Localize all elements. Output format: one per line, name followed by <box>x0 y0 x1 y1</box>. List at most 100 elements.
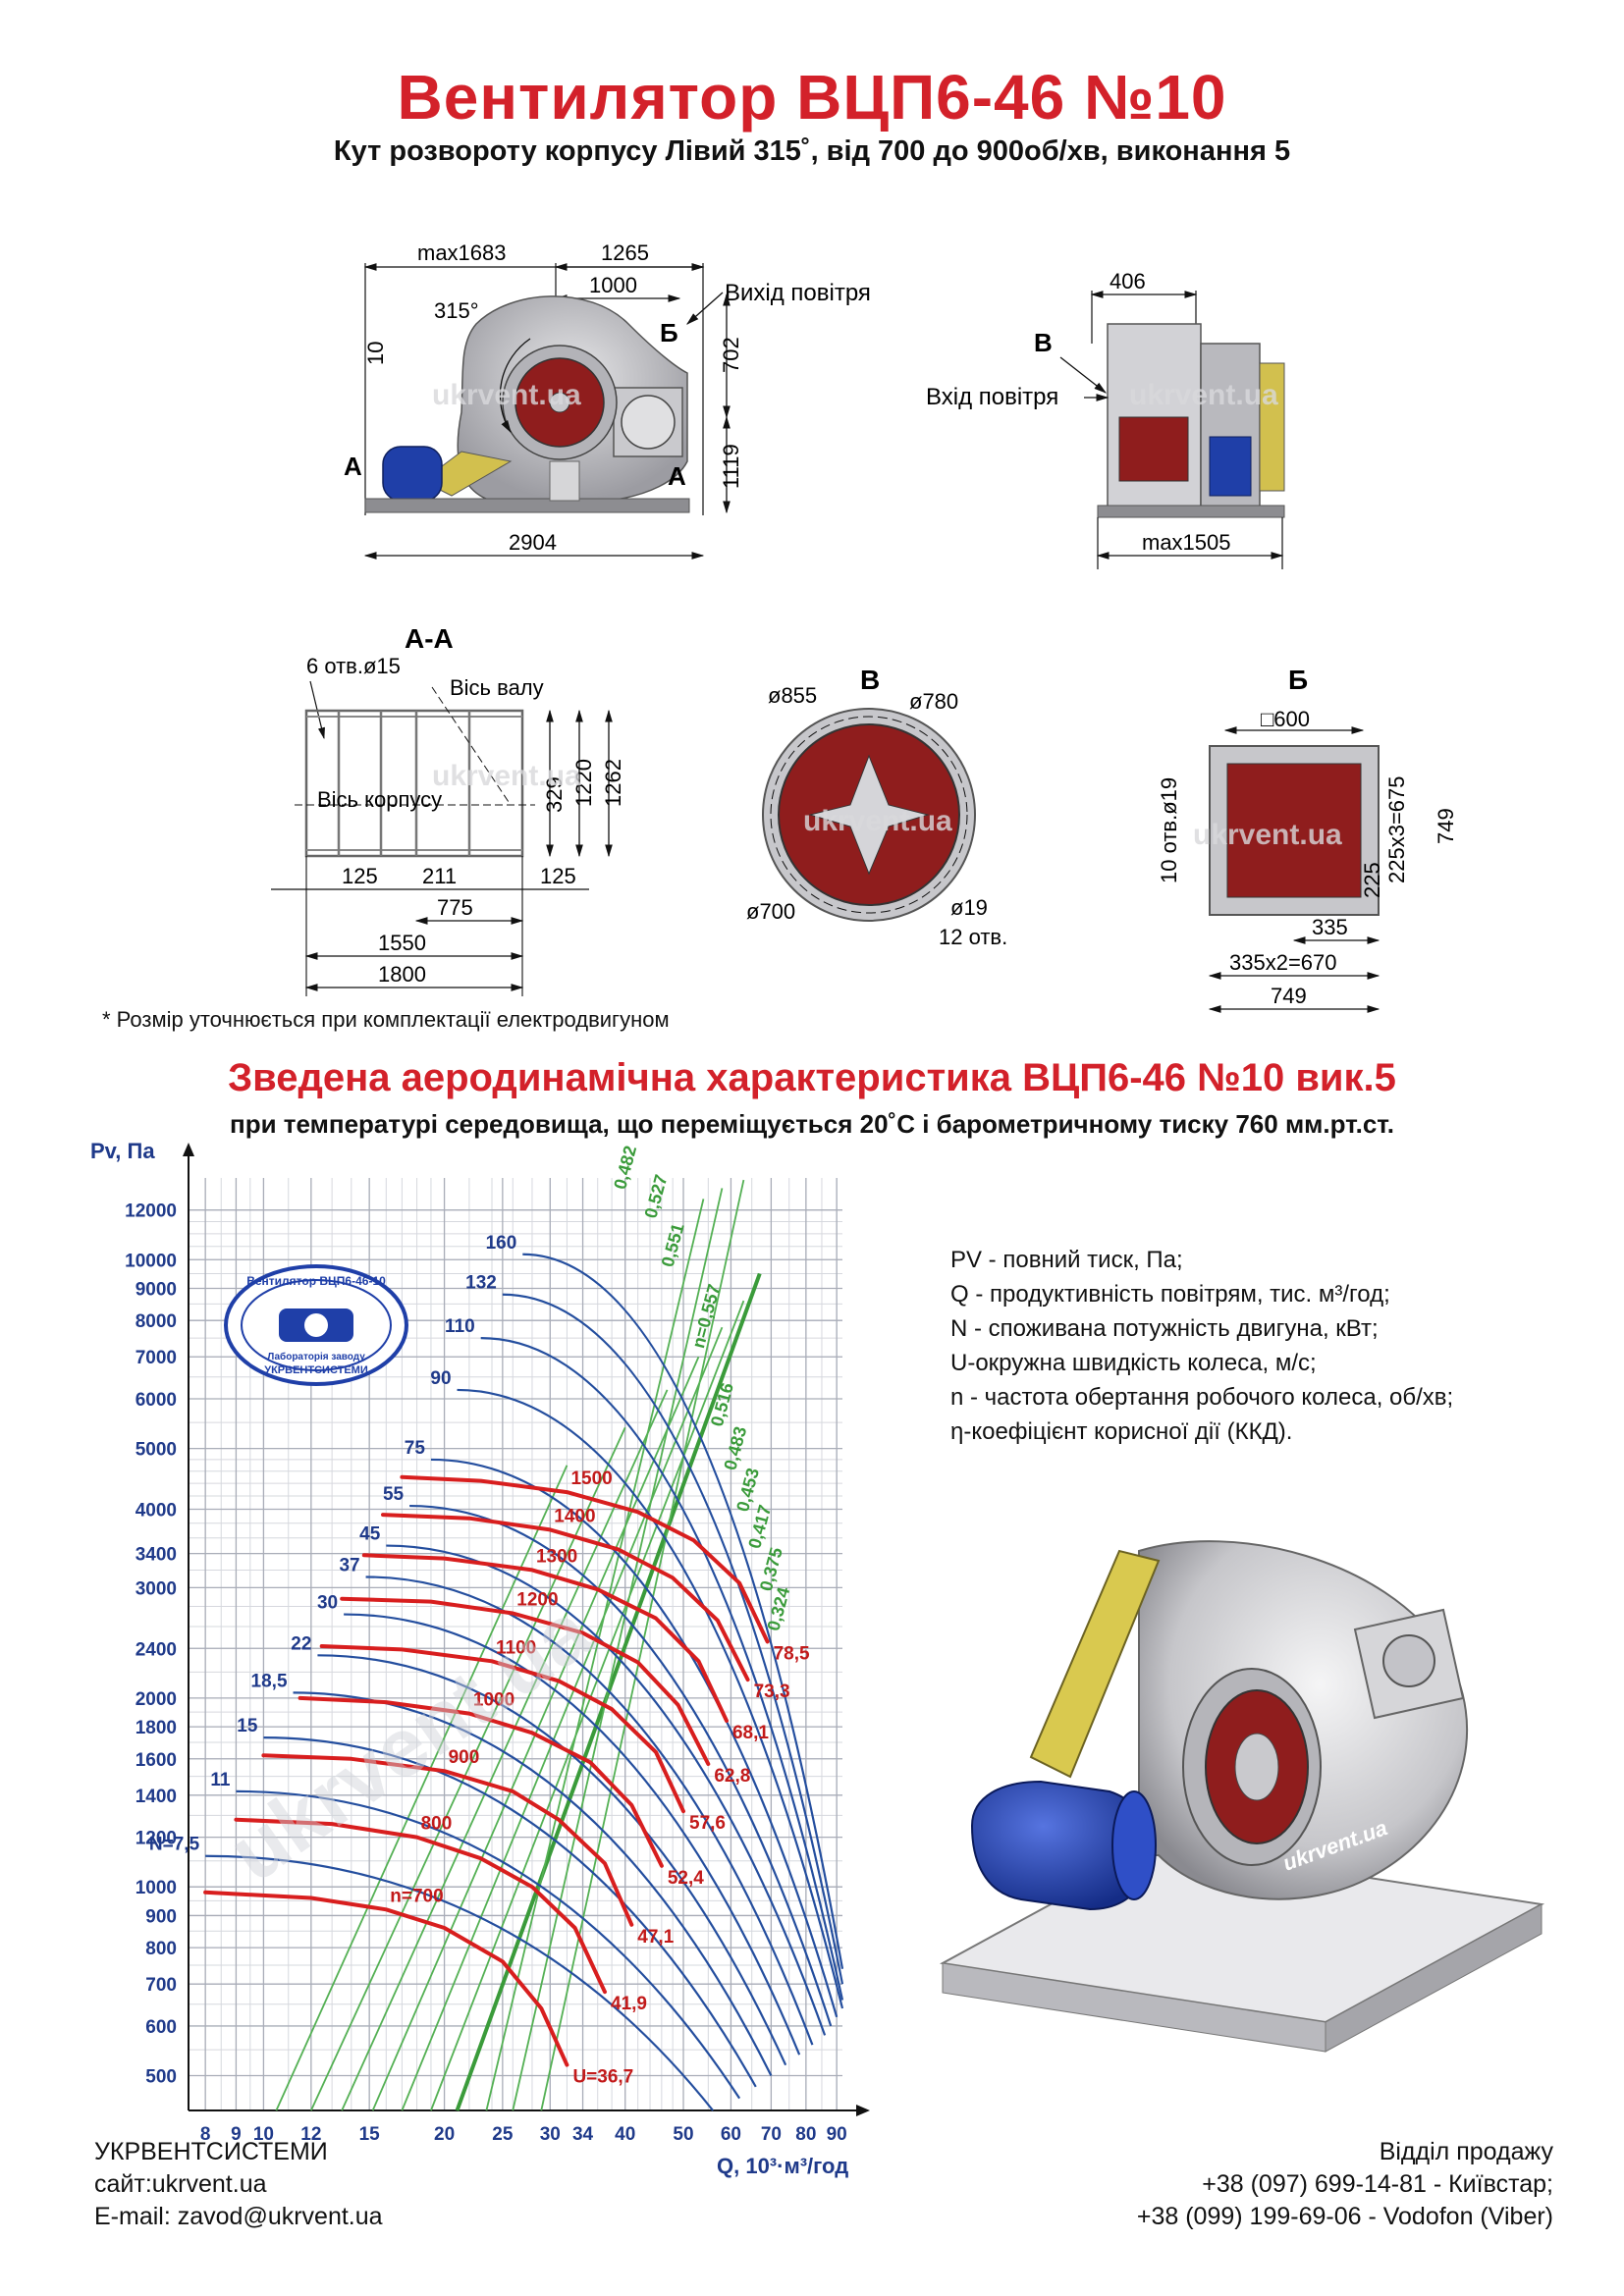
frame-holes-label: 6 отв.ø15 <box>306 654 401 678</box>
section-v-title: В <box>860 665 880 695</box>
power-label: 30 <box>317 1593 338 1614</box>
legend-q: Q - продуктивність повітрям, тис. м³/год… <box>950 1281 1390 1308</box>
power-label: 11 <box>210 1770 231 1790</box>
y-tick-label: 8000 <box>135 1311 177 1332</box>
power-curve <box>205 1854 714 2111</box>
y-tick-label: 900 <box>145 1906 177 1927</box>
footer-sales-title: Відділ продажу <box>1379 2138 1553 2165</box>
y-tick-label: 7000 <box>135 1348 177 1368</box>
dim-1220: 1220 <box>571 759 596 807</box>
efficiency-label: 0,516 <box>707 1381 737 1429</box>
speed-u-label: U=36,7 <box>572 2067 633 2088</box>
power-curve <box>457 1388 844 2009</box>
x-tick-label: 8 <box>200 2124 211 2145</box>
stamp-bottom-text: УКРВЕНТСИСТЕМИ <box>264 1364 368 1376</box>
speed-label: 1100 <box>496 1637 536 1658</box>
stamp-top-text: Вентилятор ВЦП6-46-10 <box>246 1274 386 1288</box>
speed-curve <box>298 1695 664 1868</box>
speed-u-label: 68,1 <box>732 1723 769 1743</box>
legend-eta: η-коефіцієнт корисної дії (ККД). <box>950 1418 1293 1445</box>
speed-label: n=700 <box>390 1886 443 1906</box>
outlet-watermark: ukrvent.ua <box>1193 819 1342 851</box>
front-watermark: ukrvent.ua <box>432 379 581 411</box>
dim-1000: 1000 <box>589 273 637 297</box>
y-tick-label: 500 <box>145 2067 177 2088</box>
speed-label: 1500 <box>570 1468 612 1489</box>
y-tick-label: 1600 <box>135 1750 177 1771</box>
dim-125-left: 125 <box>342 864 378 888</box>
power-curve <box>522 1253 844 1969</box>
x-tick-label: 15 <box>359 2124 381 2145</box>
dim-max1505: max1505 <box>1142 530 1231 555</box>
efficiency-line <box>485 1199 705 2111</box>
chart-legend: PV - повний тиск, Па; Q - продуктивність… <box>950 1243 1453 1449</box>
chart-subtitle: при температурі середовища, що переміщує… <box>230 1109 1394 1139</box>
dim-702: 702 <box>719 337 743 373</box>
x-tick-label: 30 <box>540 2124 561 2145</box>
y-tick-label: 700 <box>145 1975 177 1996</box>
dim-1262: 1262 <box>601 759 625 807</box>
speed-curve <box>340 1596 711 1766</box>
inlet-label: Вхід повітря <box>926 384 1058 410</box>
section-a-left: А <box>344 452 362 481</box>
y-tick-label: 4000 <box>135 1501 177 1522</box>
efficiency-line <box>341 1389 669 2111</box>
x-tick-label: 90 <box>827 2124 847 2145</box>
footer-site: сайт:ukrvent.ua <box>94 2170 267 2198</box>
section-aa-title: А-А <box>405 623 454 654</box>
y-tick-label: 2400 <box>135 1639 177 1660</box>
y-tick-label: 2000 <box>135 1689 177 1710</box>
frame-section-drawing: А-А 6 отв.ø15 Вісь валу Вісь корпусу 329… <box>271 623 625 996</box>
outlet-holes: 10 отв.ø19 <box>1157 777 1181 883</box>
y-tick-label: 1000 <box>135 1878 177 1898</box>
side-view-drawing: 406 В Вхід повітря max1505 ukrvent.ua <box>926 269 1285 569</box>
chart-title: Зведена аеродинамічна характеристика ВЦП… <box>228 1056 1396 1099</box>
efficiency-line <box>401 1326 724 2111</box>
speed-u-label: 41,9 <box>611 1994 647 2014</box>
y-tick-label: 3000 <box>135 1578 177 1599</box>
front-view-drawing: max1683 1265 1000 Вихід повітря 315° Б А… <box>344 240 871 560</box>
x-tick-label: 9 <box>231 2124 242 2145</box>
y-tick-label: 800 <box>145 1939 177 1959</box>
shaft-axis-label: Вісь валу <box>450 675 544 700</box>
x-tick-label: 12 <box>300 2124 321 2145</box>
inlet-watermark: ukrvent.ua <box>803 805 952 837</box>
page-title: Вентилятор ВЦП6-46 №10 <box>397 62 1227 133</box>
efficiency-line <box>540 1179 745 2111</box>
legend-u: U-окружна швидкість колеса, м/с; <box>950 1350 1317 1376</box>
dia-780: ø780 <box>909 689 958 714</box>
aerodynamic-chart: 5006007008009001000120014001600180020002… <box>90 1139 870 2178</box>
dim-335: 335 <box>1312 915 1348 939</box>
side-watermark: ukrvent.ua <box>1129 379 1278 411</box>
x-tick-label: 34 <box>572 2124 594 2145</box>
section-v-marker: В <box>1034 328 1053 357</box>
dim-749-bottom: 749 <box>1271 984 1307 1008</box>
section-b-marker: Б <box>660 318 678 347</box>
speed-u-label: 78,5 <box>774 1643 810 1664</box>
x-tick-label: 25 <box>492 2124 514 2145</box>
page-subtitle: Кут розвороту корпусу Лівий 315˚, від 70… <box>333 135 1291 167</box>
power-label: 160 <box>486 1233 517 1254</box>
speed-curve <box>203 1890 569 2067</box>
speed-label: 1300 <box>536 1546 577 1567</box>
speed-u-label: 52,4 <box>668 1868 704 1889</box>
dim-225: 225 <box>1360 862 1384 898</box>
angle-315: 315° <box>434 298 479 323</box>
dim-10: 10 <box>363 342 388 365</box>
x-axis-label: Q, 10³·м³/год <box>717 2154 848 2178</box>
y-tick-label: 6000 <box>135 1390 177 1411</box>
efficiency-line <box>430 1300 745 2111</box>
speed-label: 800 <box>421 1814 453 1835</box>
speed-u-label: 62,8 <box>714 1766 750 1787</box>
dim-775: 775 <box>437 895 473 920</box>
power-curve <box>480 1336 844 2001</box>
power-label: 75 <box>405 1438 426 1459</box>
power-label: 22 <box>291 1633 311 1654</box>
efficiency-label: 0,527 <box>641 1172 672 1220</box>
y-tick-label: 5000 <box>135 1440 177 1461</box>
power-label: N=7,5 <box>149 1835 200 1855</box>
speed-label: 900 <box>449 1747 480 1768</box>
power-curve <box>317 1654 787 2066</box>
outlet-flange-drawing: Б □600 10 отв.ø19 225х3=675 749 225 335 … <box>1157 665 1458 1013</box>
flange-holes: 12 отв. <box>939 925 1007 949</box>
